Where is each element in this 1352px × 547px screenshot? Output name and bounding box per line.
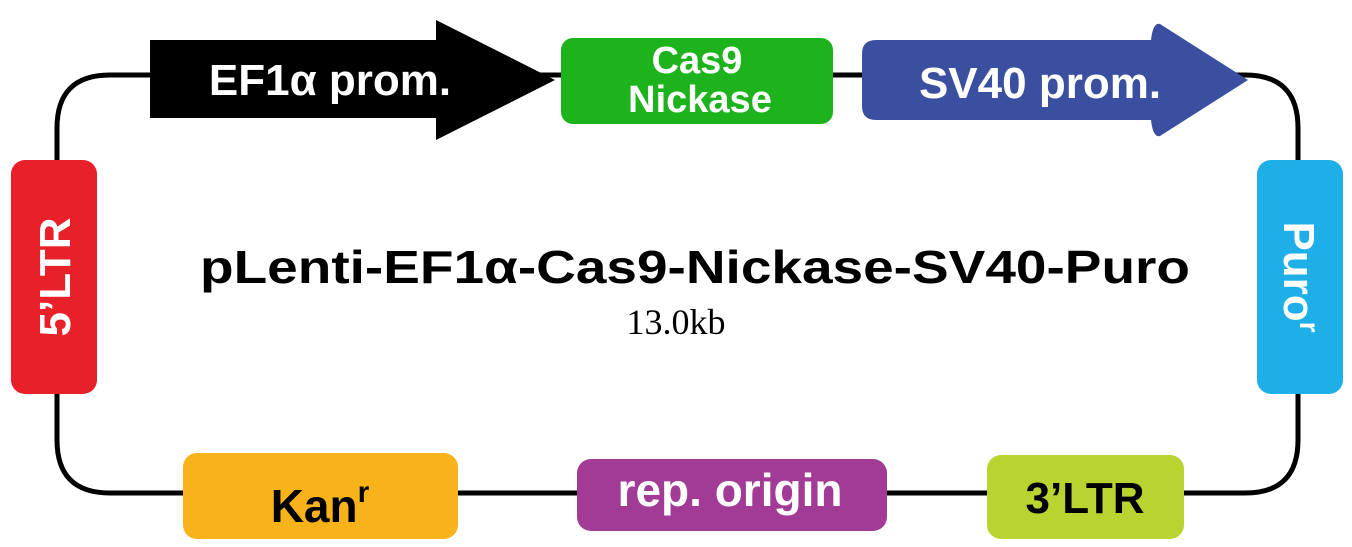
- puro-box: [1257, 160, 1343, 394]
- kan-box: [183, 453, 458, 539]
- ef1a-arrow-shape: [150, 20, 555, 140]
- puro-label-superscript: r: [1294, 322, 1325, 333]
- puro-label: Puror: [1274, 221, 1325, 332]
- ltr5-label: 5’LTR: [31, 218, 80, 337]
- plasmid-backbone: [54, 72, 1301, 496]
- ef1a-label: EF1α prom.: [209, 56, 451, 105]
- ltr3-label: 3’LTR: [1026, 474, 1145, 523]
- ltr3-box: [987, 455, 1184, 539]
- ef1a-promoter: EF1α prom.: [150, 20, 555, 140]
- cas9-label-line2: Nickase: [628, 79, 772, 121]
- cas9-label-line1: Cas9: [652, 40, 743, 82]
- replication-origin: rep. origin: [577, 459, 887, 531]
- kan-label: Kanr: [271, 476, 370, 532]
- ltr3-element: 3’LTR: [987, 455, 1184, 539]
- kan-label-superscript: r: [358, 476, 370, 509]
- puro-resistance-gene: Puror: [1257, 160, 1343, 394]
- sv40-promoter: SV40 prom.: [862, 23, 1248, 137]
- plasmid-name: pLenti-EF1α-Cas9-Nickase-SV40-Puro: [200, 241, 1190, 293]
- cas9-nickase-gene: Cas9 Nickase: [561, 38, 833, 124]
- kan-label-main: Kan: [271, 480, 358, 532]
- ltr5-box: [11, 160, 97, 394]
- ltr5-element: 5’LTR: [11, 160, 97, 394]
- sv40-label: SV40 prom.: [919, 59, 1161, 108]
- rep-origin-box: [577, 459, 887, 531]
- rep-origin-label: rep. origin: [618, 464, 843, 516]
- puro-label-main: Puro: [1274, 221, 1323, 321]
- kan-resistance-gene: Kanr: [183, 453, 458, 539]
- plasmid-size: 13.0kb: [627, 302, 726, 342]
- sv40-arrow-shape: [862, 23, 1248, 137]
- cas9-box: [561, 38, 833, 124]
